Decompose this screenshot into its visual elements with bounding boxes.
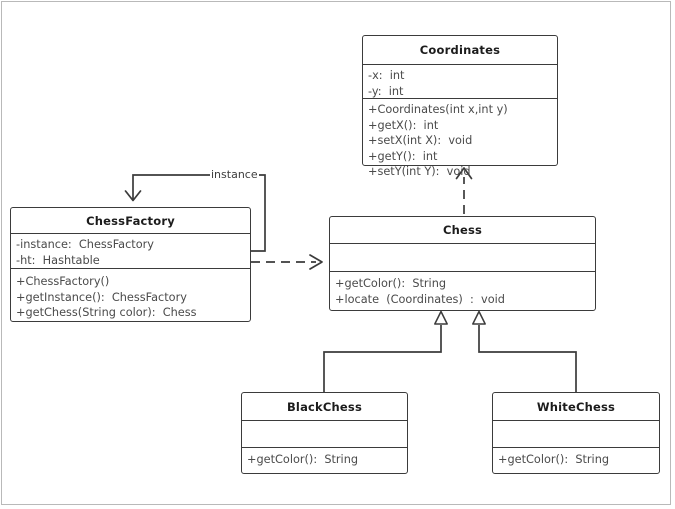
class-box-chessfactory[interactable]: ChessFactory -instance: ChessFactory -ht… <box>10 207 251 322</box>
operation-row: +getInstance(): ChessFactory <box>16 290 187 304</box>
attribute-row: -ht: Hashtable <box>16 253 100 267</box>
class-title-blackchess: BlackChess <box>242 393 407 421</box>
operation-row: +getChess(String color): Chess <box>16 306 197 319</box>
class-operations-chessfactory: +ChessFactory() +getInstance(): ChessFac… <box>11 269 250 325</box>
class-operations-whitechess: +getColor(): String <box>493 448 659 472</box>
operation-row: +ChessFactory() <box>16 275 110 288</box>
class-operations-coordinates: +Coordinates(int x,int y) +getX(): int +… <box>363 99 557 184</box>
class-attributes-chess <box>330 244 595 272</box>
operation-row: +getX(): int <box>368 118 439 132</box>
edge-label-instance: instance <box>210 168 259 181</box>
operation-row: +setX(int X): void <box>368 134 473 147</box>
class-attributes-whitechess <box>493 421 659 448</box>
operation-row: +getY(): int <box>368 149 438 163</box>
operation-row: +setY(int Y): void <box>368 165 471 178</box>
class-operations-blackchess: +getColor(): String <box>242 448 407 472</box>
class-attributes-chessfactory: -instance: ChessFactory -ht: Hashtable <box>11 234 250 269</box>
class-title-coordinates: Coordinates <box>363 36 557 65</box>
class-title-chessfactory: ChessFactory <box>11 208 250 234</box>
class-operations-chess: +getColor(): String +locate (Coordinates… <box>330 272 595 311</box>
attribute-row: -y: int <box>368 84 404 98</box>
attribute-row: -x: int <box>368 69 405 82</box>
operation-row: +getColor(): String <box>247 453 359 466</box>
class-box-chess[interactable]: Chess +getColor(): String +locate (Coord… <box>329 216 596 311</box>
class-attributes-coordinates: -x: int -y: int <box>363 65 557 99</box>
operation-row: +getColor(): String <box>335 277 447 290</box>
operation-row: +locate (Coordinates) : void <box>335 292 505 306</box>
class-attributes-blackchess <box>242 421 407 448</box>
class-box-coordinates[interactable]: Coordinates -x: int -y: int +Coordinates… <box>362 35 558 178</box>
attribute-row: -instance: ChessFactory <box>16 238 154 251</box>
operation-row: +getColor(): String <box>498 453 610 466</box>
operation-row: +Coordinates(int x,int y) <box>368 103 508 116</box>
class-box-whitechess[interactable]: WhiteChess +getColor(): String <box>492 392 660 474</box>
class-title-chess: Chess <box>330 217 595 244</box>
class-box-blackchess[interactable]: BlackChess +getColor(): String <box>241 392 408 474</box>
class-title-whitechess: WhiteChess <box>493 393 659 421</box>
